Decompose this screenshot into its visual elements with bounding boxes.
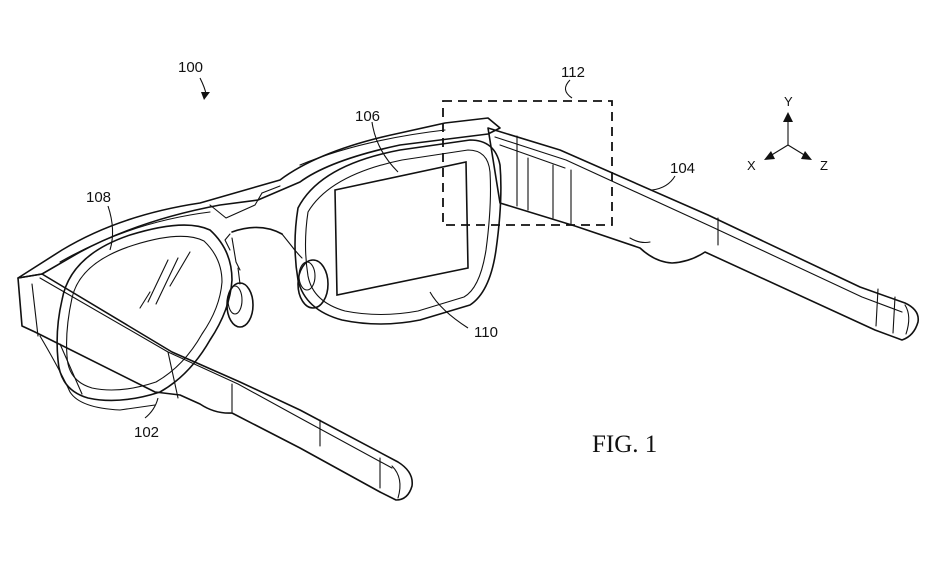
nose-bridge — [224, 226, 329, 328]
figure-caption: FIG. 1 — [592, 431, 657, 458]
ref-112: 112 — [561, 64, 585, 81]
ref-104: 104 — [670, 160, 695, 177]
axis-y-label: Y — [784, 94, 793, 109]
axis-x-label: X — [747, 158, 756, 173]
right-temple-arm — [487, 127, 920, 341]
axis-triad: Y X Z — [747, 94, 828, 173]
ref-110: 110 — [474, 324, 498, 341]
device-pointer-arrow — [199, 77, 210, 100]
leader-lines — [107, 79, 676, 419]
display-panel — [334, 161, 469, 296]
ref-108: 108 — [86, 189, 111, 206]
ref-100: 100 — [178, 59, 203, 76]
ref-102: 102 — [134, 424, 159, 441]
ref-106: 106 — [355, 108, 380, 125]
region-box — [442, 100, 613, 226]
axis-z-label: Z — [820, 158, 828, 173]
left-temple-arm — [17, 273, 414, 501]
front-frame — [17, 117, 502, 402]
